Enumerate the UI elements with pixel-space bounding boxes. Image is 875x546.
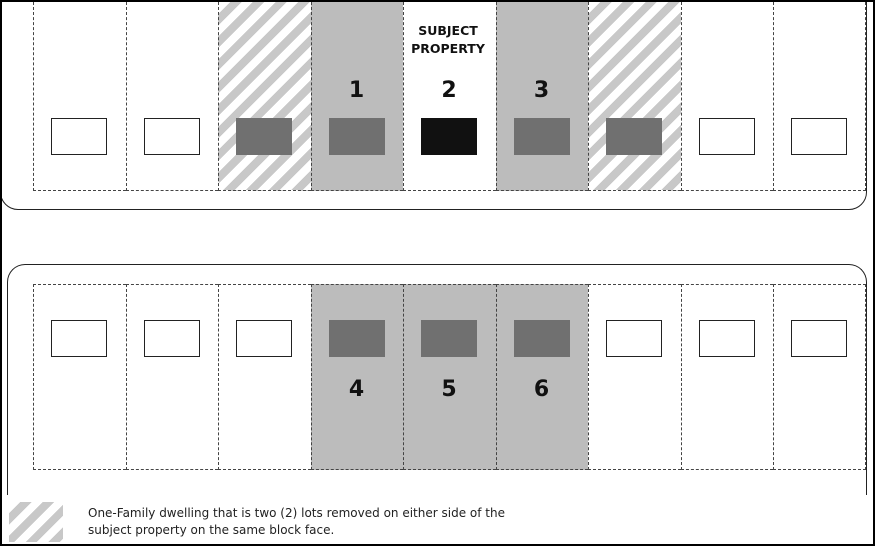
subject-label-line: PROPERTY [411,41,485,56]
one-family-house [421,320,478,357]
top-block-outline [2,2,867,210]
house [698,118,755,155]
bottom-block-lot [218,284,311,470]
lot-number-1: 1 [348,78,365,103]
one-family-house [328,118,385,155]
house [606,320,663,357]
lot-number-5: 5 [441,377,457,402]
subject-house [421,118,478,155]
top-block-lot [773,2,866,191]
house [698,320,755,357]
house [143,320,200,357]
subject-label-line: SUBJECT [418,23,478,38]
one-family-house [236,118,293,155]
bottom-block-lot [773,284,866,470]
legend-hatch-swatch [9,502,63,542]
house [791,320,848,357]
bottom-block-lot [588,284,681,470]
top-block-lot [495,2,588,191]
top-block-lot [218,2,311,191]
lot-number-6: 6 [533,377,550,402]
bottom-block-outline [7,264,867,495]
bottom-block-lot [495,284,588,470]
house [143,118,200,155]
house [791,118,848,155]
lot-number-3: 3 [533,78,550,103]
house [236,320,293,357]
one-family-house [606,118,663,155]
lot-number-2: 2 [441,78,457,103]
house [51,320,108,357]
top-block-lot [680,2,773,191]
legend-text: One-Family dwelling that is two (2) lots… [88,506,505,537]
subject-property-label: SUBJECT PROPERTY [404,22,492,58]
bottom-block-lot [33,284,126,470]
one-family-house [513,320,570,357]
bottom-block-lot [680,284,773,470]
one-family-house [328,320,385,357]
bottom-block-lot [403,284,496,470]
top-block-lot [33,2,126,191]
house [51,118,108,155]
lot-number-4: 4 [348,377,365,402]
bottom-block-lot [125,284,218,470]
one-family-house [513,118,570,155]
top-block-lot [588,2,681,191]
bottom-block-lot [310,284,403,470]
top-block-lot [403,2,496,191]
top-block-lot [310,2,403,191]
top-block-lot [125,2,218,191]
